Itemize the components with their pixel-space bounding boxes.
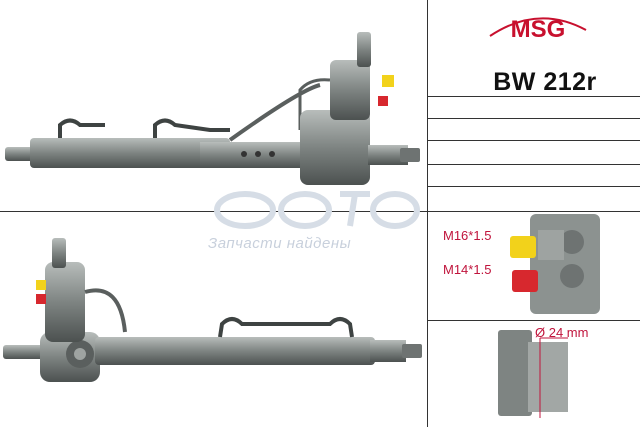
fitting-closeup-image — [510, 214, 600, 314]
product-code: BW 212r — [493, 68, 597, 96]
m16-plug — [510, 236, 536, 258]
panel-divider-vertical — [427, 0, 428, 427]
spec-row-line — [427, 320, 640, 321]
logo-text: MSG — [511, 16, 566, 42]
watermark-text: Запчасти найдены — [208, 235, 352, 252]
spec-row-line — [427, 96, 640, 97]
thread-label-m16: M16*1.5 — [443, 228, 492, 243]
thread-label-m14: M14*1.5 — [443, 262, 492, 277]
panel-divider-horizontal — [0, 211, 640, 212]
spec-row-line — [427, 118, 640, 119]
spec-row-line — [427, 186, 640, 187]
m14-plug — [512, 270, 538, 292]
red-plug — [378, 96, 388, 106]
steering-rack-top-image — [5, 32, 420, 185]
msg-logo: MSG — [488, 10, 588, 43]
watermark-logo — [214, 191, 420, 229]
spec-row-line — [427, 164, 640, 165]
shaft-closeup-image — [498, 330, 568, 418]
steering-rack-bottom-image — [3, 238, 422, 382]
shaft-diameter-label: Ø 24 mm — [535, 325, 589, 340]
spec-row-line — [427, 140, 640, 141]
yellow-plug — [382, 75, 394, 87]
